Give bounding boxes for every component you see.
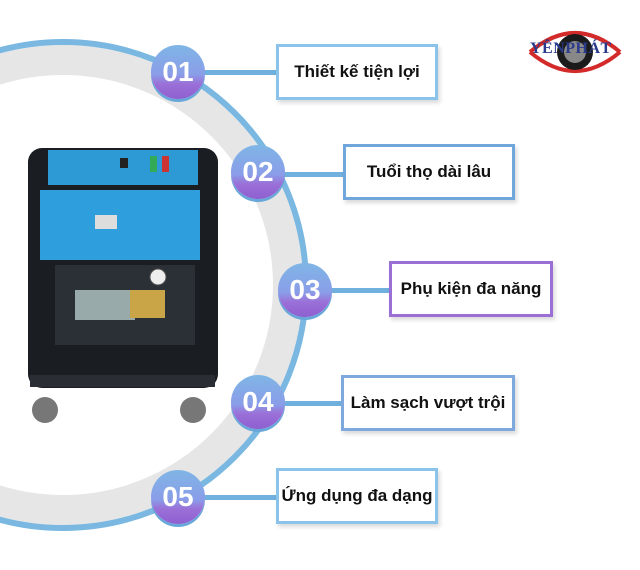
badge-04: 04 [231, 375, 285, 429]
connector-line [328, 288, 393, 293]
logo-text: YÊNPHÁT [530, 40, 612, 57]
badge-02: 02 [231, 145, 285, 199]
badge-01: 01 [151, 45, 205, 99]
connector-line [280, 172, 350, 177]
feature-box-03: Phụ kiện đa năng [389, 261, 553, 317]
feature-box-01: Thiết kế tiện lợi [276, 44, 438, 100]
pressure-washer-image [28, 148, 218, 423]
feature-box-02: Tuổi thọ dài lâu [343, 144, 515, 200]
logo [525, 22, 625, 82]
badge-05: 05 [151, 470, 205, 524]
feature-box-05: Ứng dụng đa dạng [276, 468, 438, 524]
connector-line [200, 495, 280, 500]
feature-box-04: Làm sạch vượt trội [341, 375, 515, 431]
logo-eye-icon [528, 31, 622, 73]
connector-line [200, 70, 280, 75]
badge-03: 03 [278, 263, 332, 317]
connector-line [280, 401, 345, 406]
